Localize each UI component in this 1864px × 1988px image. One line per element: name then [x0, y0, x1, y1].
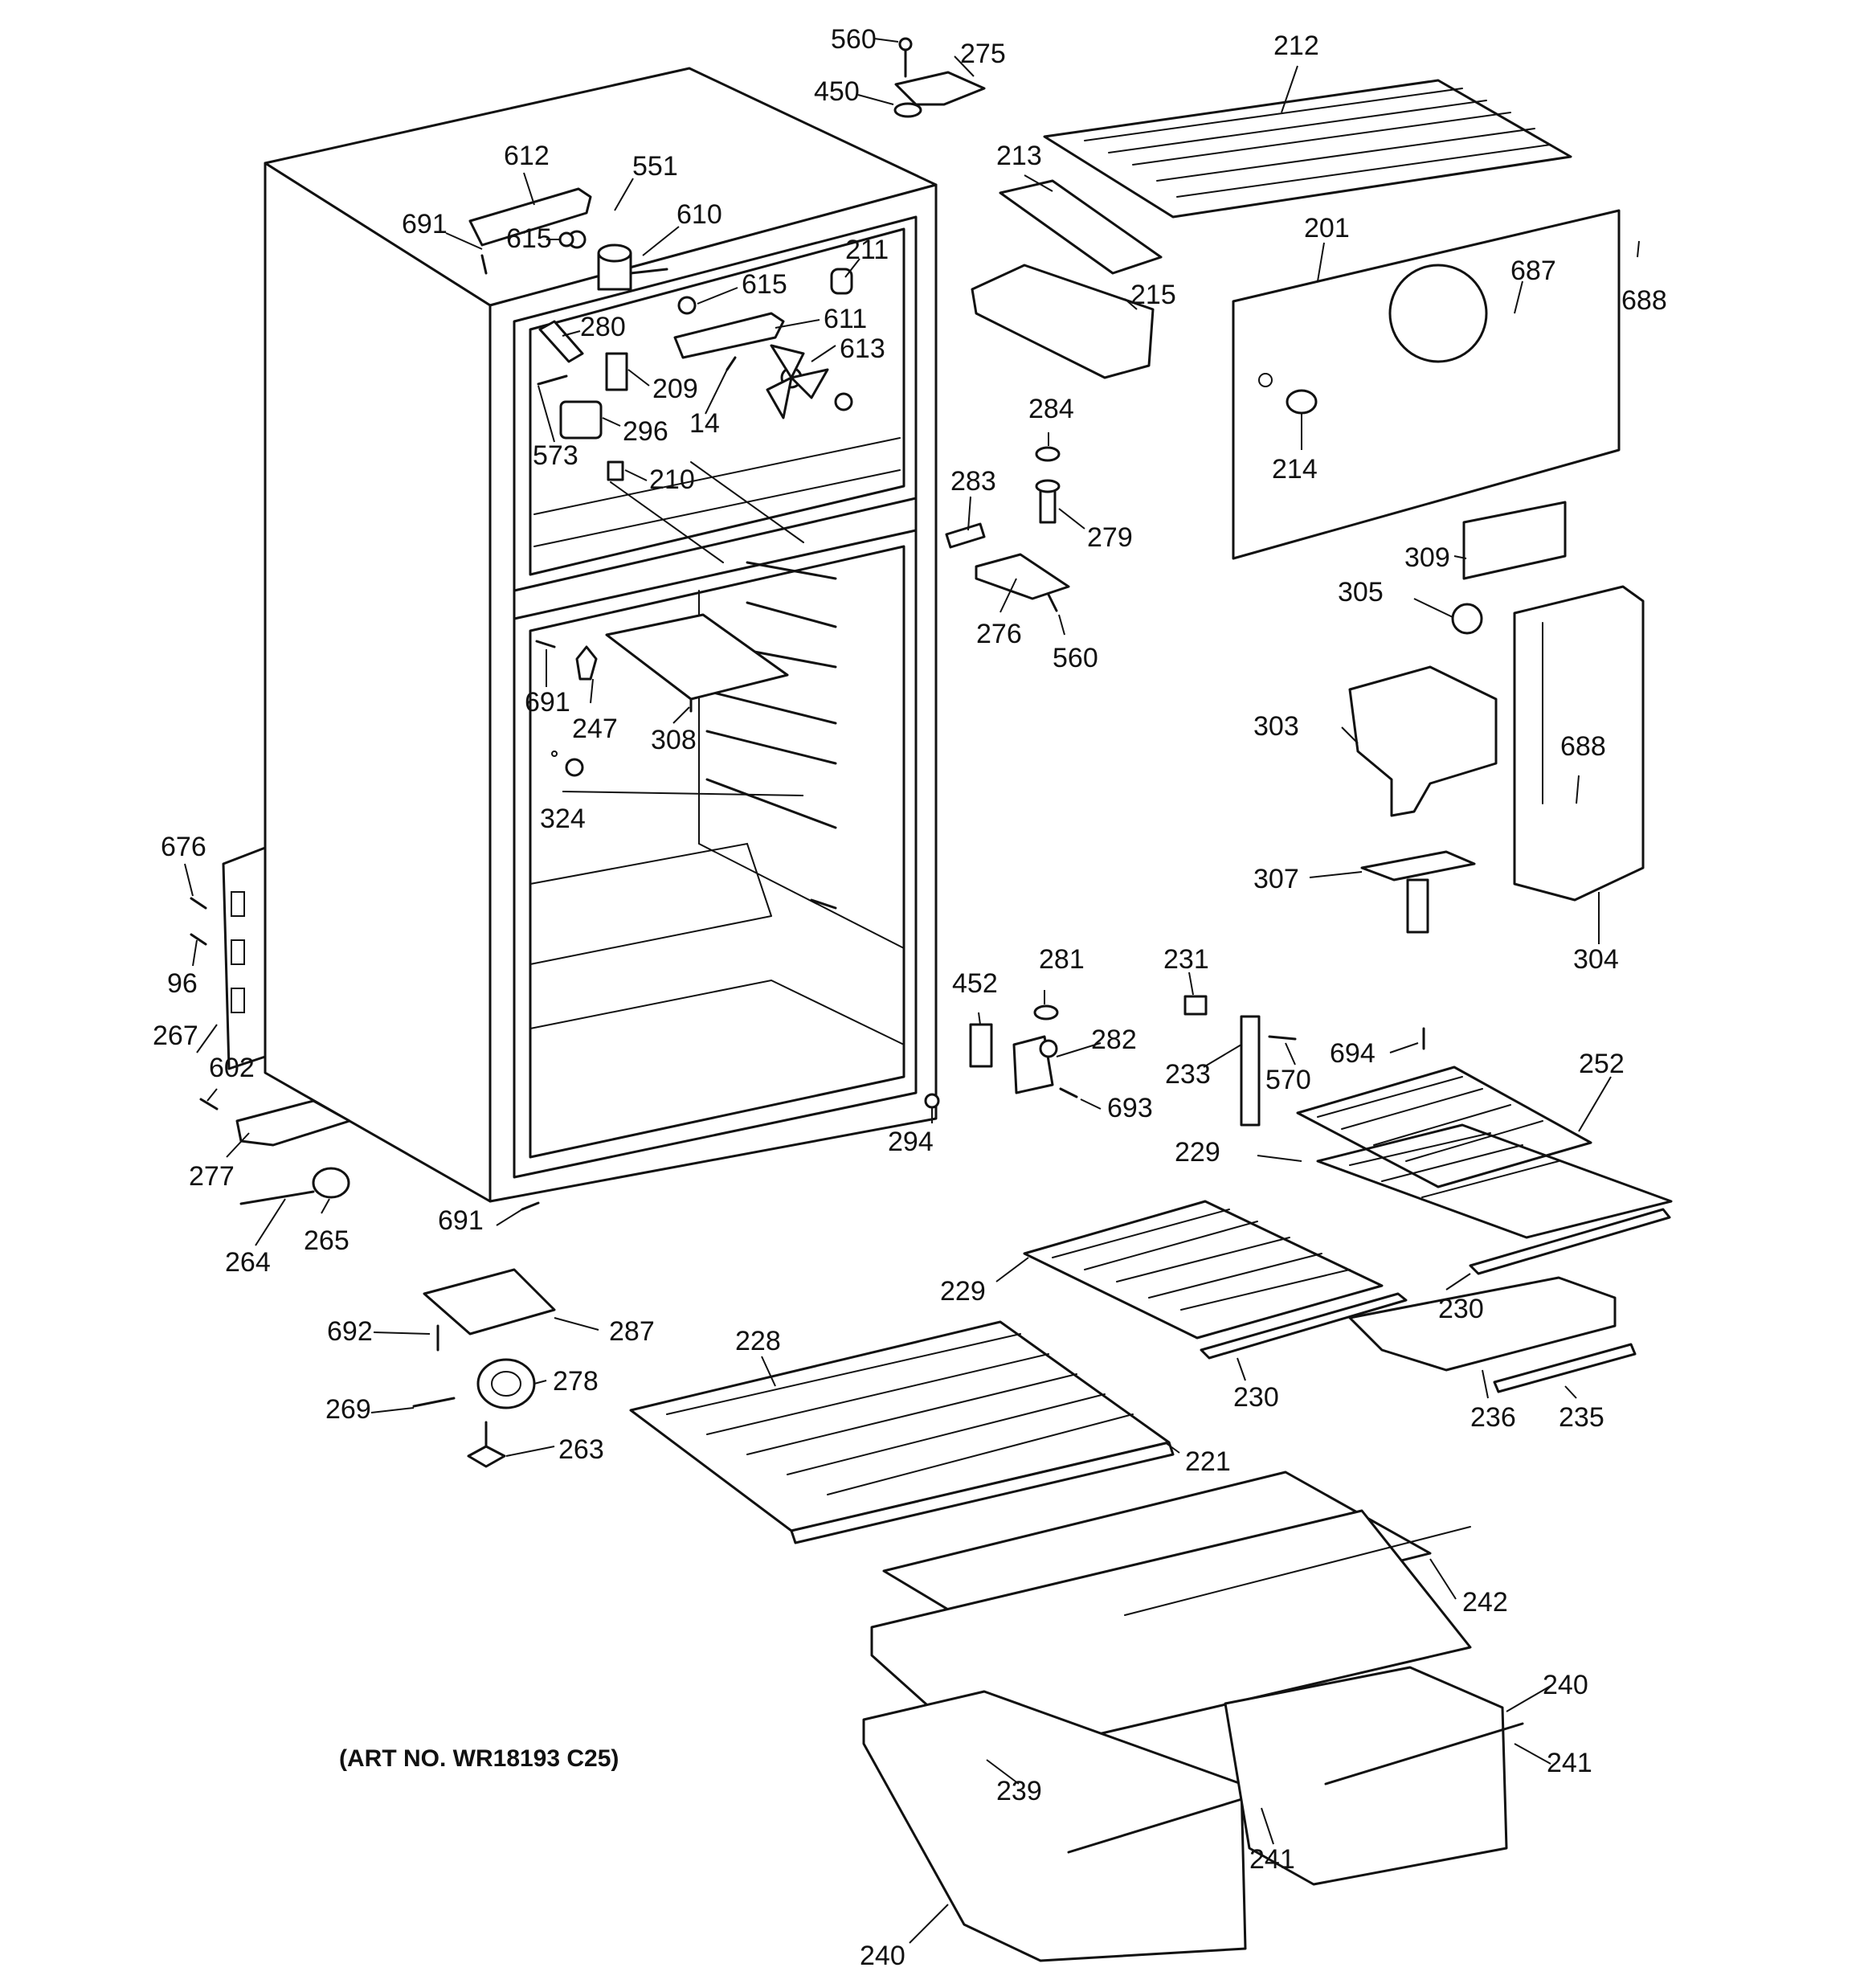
- crisper-assembly: [862, 1471, 1524, 1962]
- label-230-left: 230: [1233, 1382, 1279, 1413]
- label-236: 236: [1470, 1402, 1516, 1433]
- label-692: 692: [327, 1316, 373, 1347]
- label-240-right: 240: [1543, 1670, 1588, 1700]
- label-282: 282: [1091, 1025, 1137, 1055]
- label-615-right: 615: [742, 269, 787, 300]
- label-209: 209: [652, 374, 698, 404]
- label-281: 281: [1039, 944, 1085, 975]
- part-labels: 560 275 450 212 612 551 691 615 610 213 …: [153, 24, 1667, 1971]
- fresh-food-internal: [535, 613, 789, 777]
- label-228: 228: [735, 1326, 781, 1356]
- label-687: 687: [1510, 256, 1556, 286]
- label-691-top: 691: [402, 209, 448, 239]
- label-287: 287: [609, 1316, 655, 1347]
- label-309: 309: [1404, 542, 1450, 573]
- label-296: 296: [623, 416, 668, 447]
- label-96: 96: [167, 968, 198, 999]
- label-14: 14: [689, 408, 720, 439]
- label-303: 303: [1253, 711, 1299, 742]
- label-229-lower: 229: [940, 1276, 986, 1307]
- label-560-mid: 560: [1053, 643, 1098, 673]
- label-263: 263: [558, 1434, 604, 1465]
- bottom-hardware: [412, 1268, 556, 1468]
- label-304: 304: [1573, 944, 1619, 975]
- label-264: 264: [225, 1247, 271, 1278]
- cabinet: [264, 67, 938, 1203]
- shelves: [629, 995, 1673, 1544]
- label-269: 269: [325, 1394, 371, 1425]
- label-252: 252: [1579, 1049, 1625, 1079]
- label-688-mid: 688: [1560, 731, 1606, 762]
- label-450: 450: [814, 76, 860, 107]
- label-230-right: 230: [1438, 1294, 1484, 1324]
- label-241-left: 241: [1249, 1844, 1295, 1875]
- label-215: 215: [1130, 280, 1176, 310]
- label-283: 283: [950, 466, 996, 497]
- label-242: 242: [1462, 1587, 1508, 1618]
- leader-lines: [184, 38, 1640, 1944]
- label-324: 324: [540, 804, 586, 834]
- label-233: 233: [1165, 1059, 1211, 1090]
- label-615-left: 615: [506, 223, 552, 254]
- label-276: 276: [976, 619, 1022, 649]
- label-279: 279: [1087, 522, 1133, 553]
- label-201: 201: [1304, 213, 1350, 243]
- label-691-bottom: 691: [438, 1205, 484, 1236]
- evaporator-cover: [1232, 209, 1645, 934]
- label-212: 212: [1273, 31, 1319, 61]
- label-294: 294: [888, 1127, 934, 1157]
- label-210: 210: [649, 464, 695, 495]
- label-278: 278: [553, 1366, 599, 1397]
- label-214: 214: [1272, 454, 1318, 485]
- label-611: 611: [824, 304, 867, 334]
- label-267: 267: [153, 1021, 198, 1051]
- label-452: 452: [952, 968, 998, 999]
- label-612: 612: [504, 141, 550, 171]
- label-275: 275: [960, 39, 1006, 69]
- label-308: 308: [651, 725, 697, 755]
- label-231: 231: [1163, 944, 1209, 975]
- label-688-top: 688: [1621, 285, 1667, 316]
- label-613: 613: [840, 333, 885, 364]
- label-560-top: 560: [831, 24, 877, 55]
- label-573: 573: [533, 440, 578, 471]
- label-691-mid: 691: [525, 687, 570, 718]
- label-610: 610: [677, 199, 722, 230]
- label-265: 265: [304, 1225, 350, 1256]
- label-213: 213: [996, 141, 1042, 171]
- label-602: 602: [209, 1053, 255, 1083]
- label-551: 551: [632, 151, 678, 182]
- label-280: 280: [580, 312, 626, 342]
- label-694: 694: [1330, 1038, 1376, 1069]
- label-305: 305: [1338, 577, 1384, 607]
- hinge-hardware: [924, 446, 1078, 1109]
- label-239: 239: [996, 1776, 1042, 1806]
- label-211: 211: [845, 235, 889, 265]
- label-307: 307: [1253, 864, 1299, 894]
- label-676: 676: [161, 832, 206, 862]
- label-221: 221: [1185, 1446, 1231, 1477]
- label-240-left: 240: [860, 1941, 905, 1971]
- label-570: 570: [1265, 1065, 1311, 1095]
- label-284: 284: [1028, 394, 1074, 424]
- left-hardware: [190, 846, 540, 1211]
- label-693: 693: [1107, 1093, 1153, 1123]
- label-241-right: 241: [1547, 1748, 1592, 1778]
- label-247: 247: [572, 714, 618, 744]
- label-229-upper: 229: [1175, 1137, 1220, 1168]
- art-number: (ART NO. WR18193 C25): [339, 1745, 619, 1772]
- freezer-accessories: [971, 79, 1572, 379]
- label-277: 277: [189, 1161, 235, 1192]
- label-235: 235: [1559, 1402, 1604, 1433]
